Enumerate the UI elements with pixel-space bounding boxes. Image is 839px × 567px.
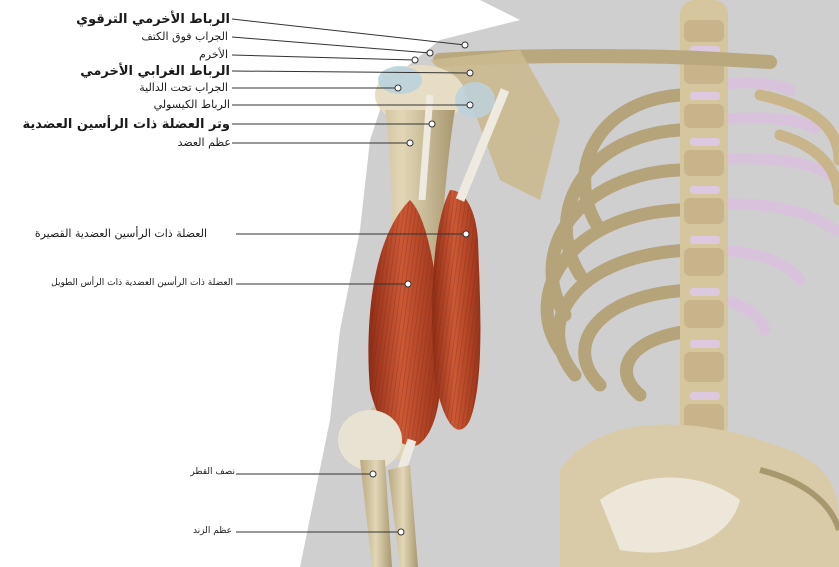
label-biceps-short-head: العضلة ذات الرأسين العضدية القصيرة [35, 228, 207, 239]
leader-dot-coracoacromial-ligament [467, 70, 473, 76]
label-coracoacromial-ligament: الرباط الغرابي الأخرمي [80, 65, 230, 78]
leader-dot-biceps-tendon [429, 121, 435, 127]
label-humerus: عظم العضد [178, 137, 231, 148]
label-capsular-ligament: الرباط الكيسولي [154, 99, 230, 110]
leader-dot-humerus [407, 140, 413, 146]
leader-dot-ulna [398, 529, 404, 535]
leader-dot-biceps-short-head [463, 231, 469, 237]
leader-dot-capsular-ligament [467, 102, 473, 108]
leader-dot-supraspinatus-bursa [427, 50, 433, 56]
label-acromion: الأخرم [199, 49, 228, 60]
leader-dot-subdeltoid-bursa [395, 85, 401, 91]
leader-dot-biceps-long-head [405, 281, 411, 287]
leader-line-acromioclavicular-ligament [232, 19, 465, 45]
leader-line-acromion [232, 55, 415, 60]
leader-dot-radius [370, 471, 376, 477]
leader-line-supraspinatus-bursa [232, 37, 430, 53]
leader-dot-acromion [412, 57, 418, 63]
leader-dot-acromioclavicular-ligament [462, 42, 468, 48]
label-supraspinatus-bursa: الجراب فوق الكتف [141, 31, 228, 42]
label-biceps-long-head: العضلة ذات الرأسين العضدية ذات الرأس الط… [51, 279, 233, 288]
label-ulna: عظم الزند [193, 527, 232, 536]
label-subdeltoid-bursa: الجراب تحت الدالية [139, 82, 228, 93]
label-radius: نصف القطر [190, 468, 235, 477]
label-biceps-tendon: وتر العضلة ذات الرأسين العضدية [23, 118, 230, 131]
label-acromioclavicular-ligament: الرباط الأخرمي الترقوي [76, 13, 230, 26]
